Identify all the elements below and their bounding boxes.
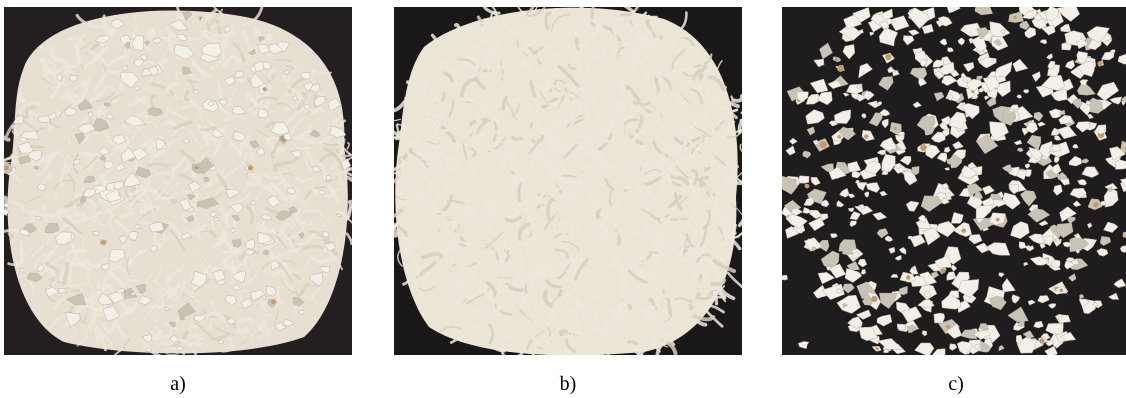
photo-a-image	[4, 7, 352, 355]
caption-b: b)	[394, 374, 742, 394]
photo-panel-a	[4, 7, 352, 355]
photo-panel-c	[782, 7, 1126, 355]
caption-a: a)	[4, 374, 352, 394]
photo-c-image	[782, 7, 1126, 355]
photo-b-image	[394, 7, 742, 355]
caption-c: c)	[782, 374, 1126, 394]
photo-panel-b	[394, 7, 742, 355]
